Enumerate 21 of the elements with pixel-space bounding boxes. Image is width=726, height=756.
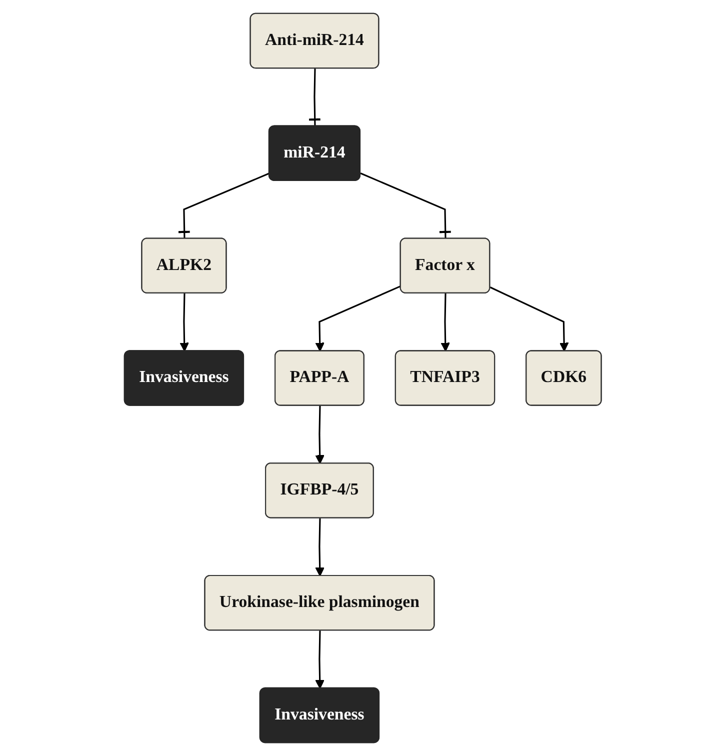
inhibition-line [177,172,270,239]
process-box: IGFBP-4/5 [265,462,374,518]
process-box: Factor x [400,238,490,294]
outcome-box: Invasiveness [124,350,244,406]
arrow [180,293,190,352]
outcome-box: Invasiveness [260,687,380,744]
arrow [315,406,325,464]
arrow [315,630,325,689]
process-box: TNFAIP3 [395,350,496,406]
process-box: Urokinase-like plasminogen [204,575,435,631]
arrow [315,285,402,352]
process-box: CDK6 [526,350,602,406]
arrow [440,293,450,352]
process-box: ALPK2 [141,238,227,294]
arrow [490,286,569,352]
process-box: Anti-miR-214 [250,12,380,69]
inhibition-line [360,172,452,239]
outcome-box: miR-214 [268,125,361,181]
arrow [315,518,325,576]
inhibition-line [308,68,322,126]
process-box: PAPP-A [274,350,365,406]
